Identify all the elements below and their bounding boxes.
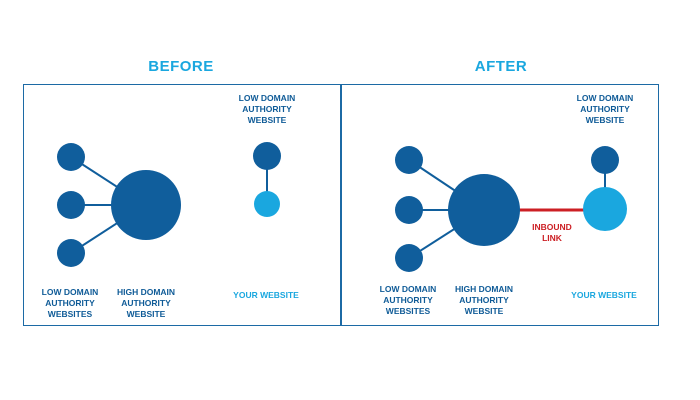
before-high-node xyxy=(111,170,181,240)
after-panel xyxy=(341,84,659,326)
before-low-domain-top-label: LOW DOMAIN AUTHORITY WEBSITE xyxy=(238,93,296,125)
after-network xyxy=(395,146,627,272)
before-low-domain-websites-label: LOW DOMAIN AUTHORITY WEBSITES xyxy=(41,287,99,319)
before-low-node-1 xyxy=(57,143,85,171)
after-high-node xyxy=(448,174,520,246)
before-low-node-2 xyxy=(57,191,85,219)
after-low-domain-top-label: LOW DOMAIN AUTHORITY WEBSITE xyxy=(576,93,634,125)
after-low-node-1 xyxy=(395,146,423,174)
after-low-node-3 xyxy=(395,244,423,272)
after-top-low-node xyxy=(591,146,619,174)
before-your-website-node xyxy=(254,191,280,217)
before-high-domain-label: HIGH DOMAIN AUTHORITY WEBSITE xyxy=(116,287,176,319)
inbound-link-label: INBOUND LINK xyxy=(532,222,572,243)
before-low-node-3 xyxy=(57,239,85,267)
before-network xyxy=(57,142,281,267)
after-your-website-label: YOUR WEBSITE xyxy=(571,290,637,300)
after-high-domain-label: HIGH DOMAIN AUTHORITY WEBSITE xyxy=(454,284,514,316)
before-title: BEFORE xyxy=(148,58,214,75)
after-low-node-2 xyxy=(395,196,423,224)
before-top-low-node xyxy=(253,142,281,170)
after-title: AFTER xyxy=(474,58,528,75)
before-panel xyxy=(23,84,341,326)
before-your-website-label: YOUR WEBSITE xyxy=(233,290,299,300)
after-your-website-node xyxy=(583,187,627,231)
after-low-domain-websites-label: LOW DOMAIN AUTHORITY WEBSITES xyxy=(379,284,437,316)
